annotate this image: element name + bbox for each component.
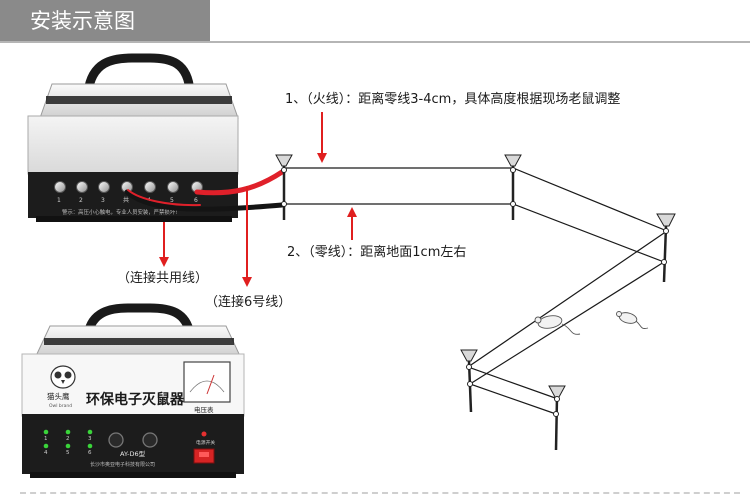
wire-layout [284, 167, 669, 415]
terminal-5 [167, 181, 179, 193]
voltmeter-label: 电压表 [194, 405, 214, 414]
terminal-2 [76, 181, 88, 193]
stake-1 [275, 154, 293, 220]
indicator-label-5: 5 [66, 450, 70, 456]
page-title: 安装示意图 [30, 9, 135, 33]
knob-left [108, 432, 124, 448]
stake-4 [460, 349, 478, 413]
device-top-warning: 警示：高压小心触电，专业人员安装，严禁损坏！ [62, 208, 181, 216]
mouse-1 [534, 315, 581, 335]
indicator-label-6: 6 [88, 450, 92, 456]
terminal-label-3: 3 [101, 197, 105, 204]
header-divider [0, 41, 750, 43]
terminal-label-1: 1 [57, 197, 61, 204]
terminal-label-common: 共 [123, 196, 129, 204]
indicator-label-1: 1 [44, 436, 48, 442]
product-name: 环保电子灭鼠器 [86, 391, 185, 408]
indicator-lights [43, 429, 93, 449]
terminal-1 [54, 181, 66, 193]
indicator-label-3: 3 [88, 436, 92, 442]
label-connect-common: （连接共用线） [117, 270, 208, 286]
device-top-handle [83, 53, 195, 97]
voltmeter [183, 361, 231, 403]
owl-logo-icon [50, 365, 76, 389]
wire-red-live [194, 169, 285, 196]
stake-5 [548, 385, 566, 451]
power-label: 电源开关 [196, 439, 215, 446]
label-connect-six: （连接6号线） [205, 294, 291, 310]
wire-black-neutral [124, 189, 285, 212]
indicator-label-4: 4 [44, 450, 48, 456]
manufacturer-label: 长沙市奥亚电子科技有限公司 [90, 461, 155, 468]
stake-3 [656, 213, 676, 283]
power-indicator [201, 431, 207, 437]
device-bottom-handle [83, 303, 195, 339]
page-title-tab: 安装示意图 [0, 0, 210, 42]
device-bottom: 猫头鹰 Owl brand 环保电子灭鼠器 电压表 1 2 3 4 5 6 [21, 303, 245, 478]
terminal-label-2: 2 [79, 197, 83, 204]
stake-2 [504, 154, 522, 220]
device-top-body [27, 115, 239, 175]
terminal-3 [98, 181, 110, 193]
terminal-4 [144, 181, 156, 193]
brand-name: 猫头鹰 [47, 391, 70, 401]
stakes [275, 154, 676, 451]
neutral-wire-loop [284, 203, 666, 415]
live-wire-loop [284, 167, 669, 400]
terminal-label-5: 5 [170, 197, 174, 204]
model-label: AY-D6型 [120, 449, 146, 458]
brand-sub: Owl brand [49, 403, 72, 409]
label-neutral-wire: 2、（零线）：距离地面1cm左右 [287, 244, 466, 260]
device-bottom-front-panel [22, 414, 244, 474]
label-live-wire: 1、（火线）：距离零线3-4cm，具体高度根据现场老鼠调整 [285, 91, 620, 107]
knob-right [142, 432, 158, 448]
mouse-2 [616, 311, 649, 329]
terminal-label-6: 6 [194, 197, 198, 204]
bottom-divider [20, 492, 740, 494]
indicator-label-2: 2 [66, 436, 70, 442]
